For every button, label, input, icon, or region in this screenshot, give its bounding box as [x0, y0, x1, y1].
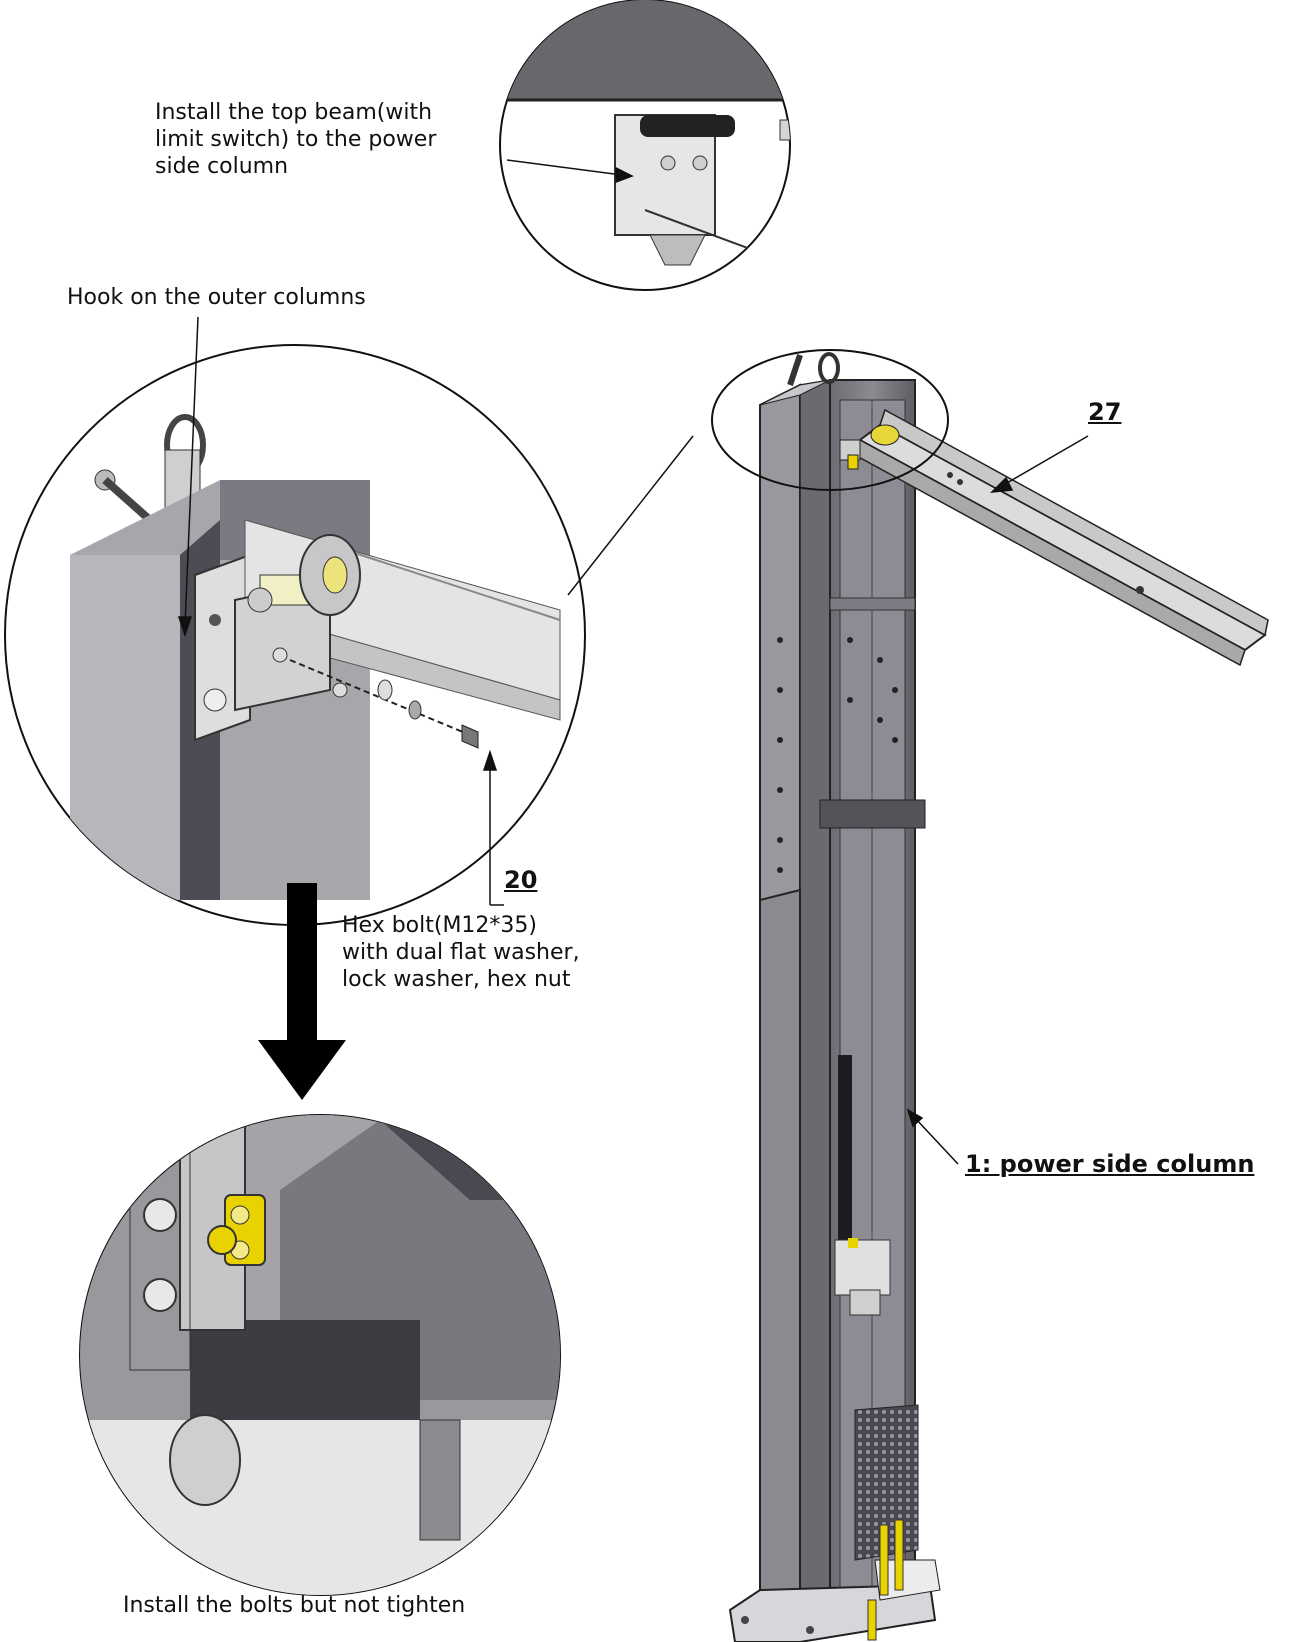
installed-detail-view — [79, 1114, 561, 1596]
tighten-instruction: Install the bolts but not tighten — [123, 1593, 466, 1618]
bolt-specification: Hex bolt(M12*35) with dual flat washer, … — [342, 913, 580, 992]
leader-lines — [177, 159, 1089, 1165]
column-top-detail-view — [4, 344, 586, 926]
hook-instruction: Hook on the outer columns — [67, 285, 366, 310]
top-beam — [839, 408, 1269, 667]
down-arrow-icon — [258, 883, 346, 1100]
power-side-column — [728, 352, 941, 1642]
part-label-27: 27 — [1088, 398, 1122, 426]
top-beam-instruction: Install the top beam(with limit switch) … — [155, 100, 437, 179]
top-detail-view — [499, 0, 791, 291]
part-label-power-column: 1: power side column — [965, 1150, 1255, 1178]
detail-callout-circle — [711, 349, 949, 491]
part-label-20: 20 — [504, 866, 538, 894]
